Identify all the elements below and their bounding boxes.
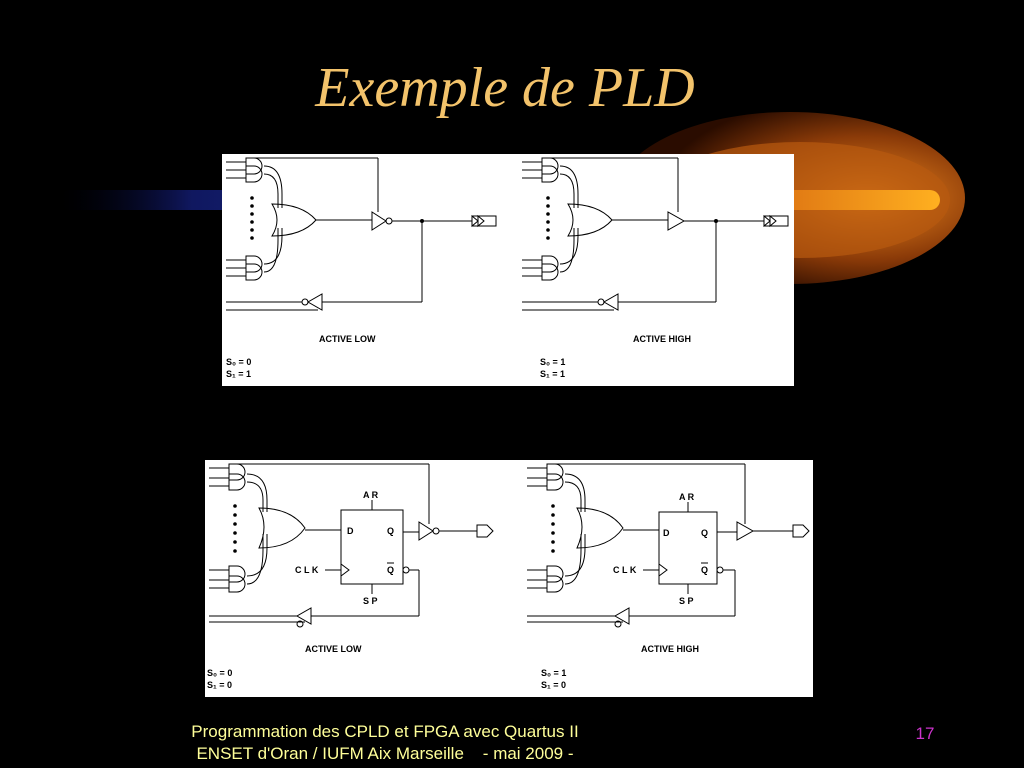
- top-right-mode-label: ACTIVE HIGH: [633, 334, 691, 344]
- bottom-right-ff-d: D: [663, 528, 670, 538]
- bottom-right-ff-clk: C L K: [613, 565, 637, 575]
- slide-footer: Programmation des CPLD et FPGA avec Quar…: [120, 721, 650, 765]
- top-left-circuit: [226, 157, 497, 311]
- page-number: 17: [915, 724, 935, 743]
- bottom-left-s0: S₀ = 0: [207, 668, 232, 678]
- bottom-left-mode-label: ACTIVE LOW: [305, 644, 362, 654]
- bottom-right-circuit: [527, 463, 810, 628]
- bottom-circuit-panel: A R D Q C L K Q S P A R D Q C L K Q S P …: [205, 460, 813, 697]
- footer-line-2: ENSET d'Oran / IUFM Aix Marseille - mai …: [196, 744, 574, 763]
- top-left-s0: S₀ = 0: [226, 357, 251, 367]
- bottom-right-ff-sp: S P: [679, 596, 694, 606]
- bottom-right-s0: S₀ = 1: [541, 668, 566, 678]
- footer-line-1: Programmation des CPLD et FPGA avec Quar…: [191, 722, 579, 741]
- bottom-left-ff-q: Q: [387, 526, 394, 536]
- bottom-right-mode-label: ACTIVE HIGH: [641, 644, 699, 654]
- top-left-s1: S₁ = 1: [226, 369, 251, 379]
- bottom-left-ff-sp: S P: [363, 596, 378, 606]
- top-right-s1: S₁ = 1: [540, 369, 565, 379]
- slide-title: Exemple de PLD: [315, 57, 695, 119]
- top-left-mode-label: ACTIVE LOW: [319, 334, 376, 344]
- bottom-left-circuit: [209, 463, 494, 628]
- top-right-s0: S₀ = 1: [540, 357, 565, 367]
- bottom-left-ff-d: D: [347, 526, 354, 536]
- bottom-right-ff-qbar: Q: [701, 565, 708, 575]
- bottom-right-s1: S₁ = 0: [541, 680, 566, 690]
- bottom-right-ff-ar: A R: [679, 492, 695, 502]
- bottom-left-ff-qbar: Q: [387, 565, 394, 575]
- bottom-right-ff-q: Q: [701, 528, 708, 538]
- combinational-macrocell-diagram: ACTIVE LOW ACTIVE HIGH S₀ = 0 S₁ = 1 S₀ …: [226, 157, 789, 379]
- top-circuit-panel: ACTIVE LOW ACTIVE HIGH S₀ = 0 S₁ = 1 S₀ …: [222, 154, 794, 386]
- registered-macrocell-diagram: A R D Q C L K Q S P A R D Q C L K Q S P …: [207, 463, 810, 690]
- top-right-circuit: [522, 157, 789, 311]
- bottom-left-ff-ar: A R: [363, 490, 379, 500]
- bottom-left-ff-clk: C L K: [295, 565, 319, 575]
- bottom-left-s1: S₁ = 0: [207, 680, 232, 690]
